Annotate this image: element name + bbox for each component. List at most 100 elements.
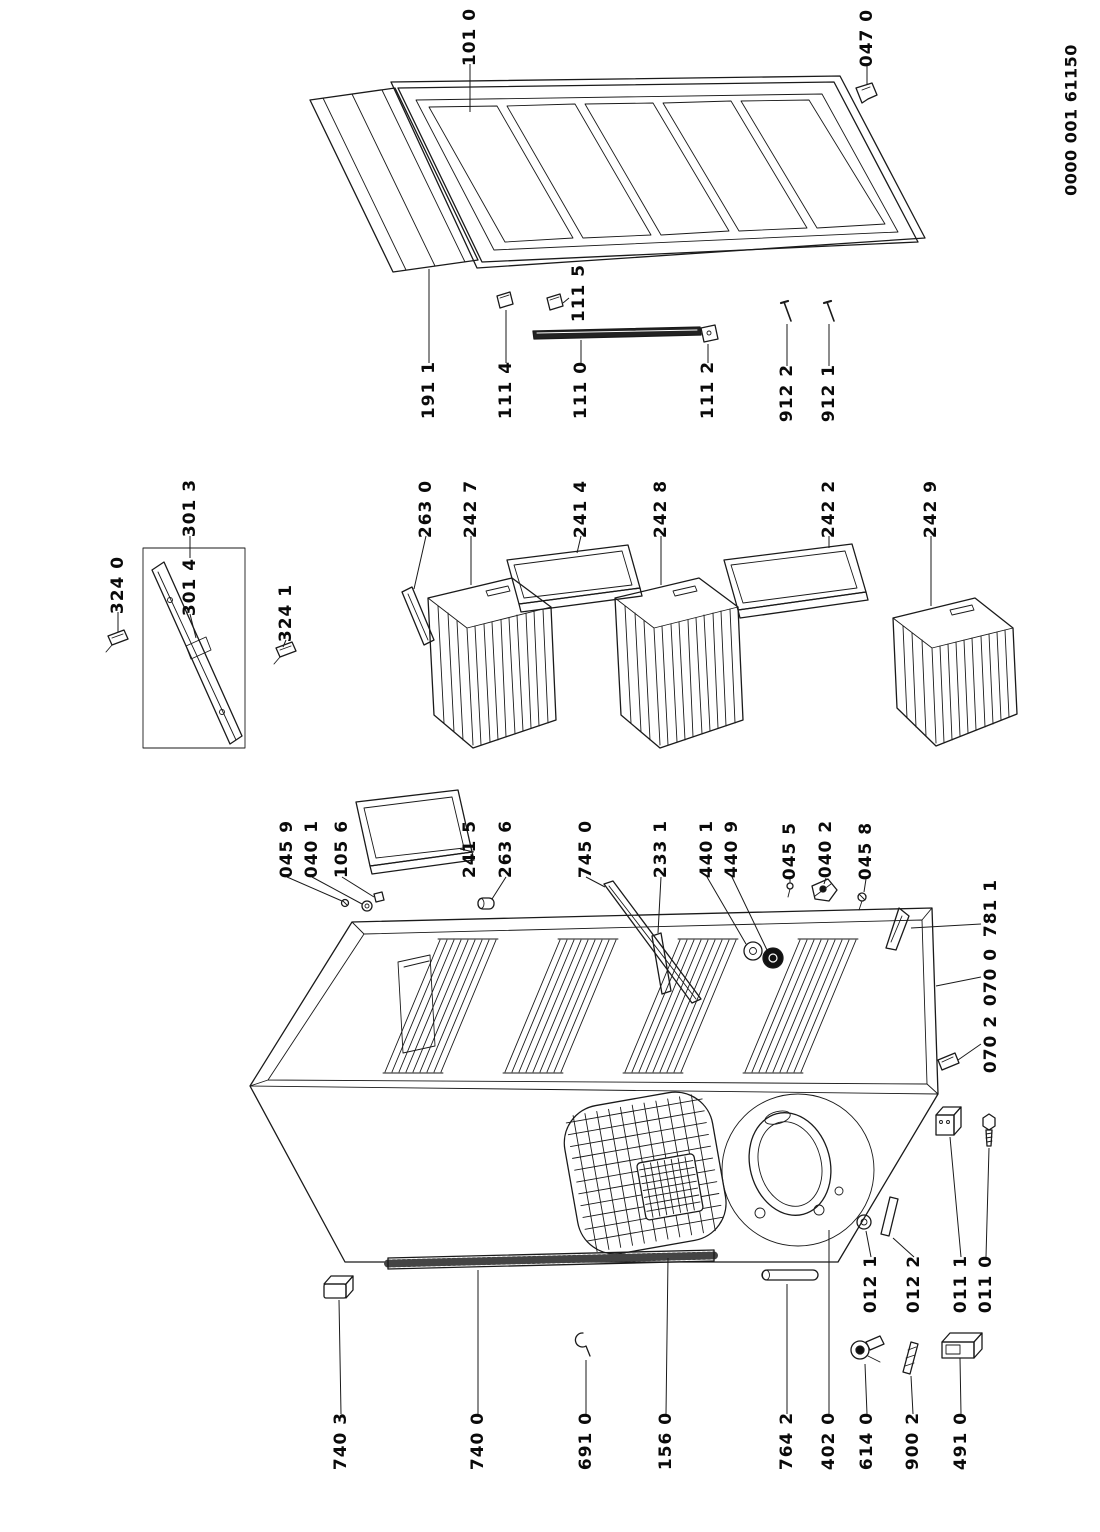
screw-045-8 [857,892,867,911]
part-label-070-2: 070 2 [981,1015,1001,1073]
part-label-242-7: 242 7 [461,480,481,538]
drawer-assembly [105,543,1018,749]
part-label-045-9: 045 9 [277,820,297,878]
part-label-105-6: 105 6 [332,820,352,878]
part-label-012-1: 012 1 [861,1255,881,1313]
part-label-191-1: 191 1 [419,361,439,419]
screw-912-1 [822,299,835,322]
part-label-047-0: 047 0 [857,9,877,67]
clip-324-0 [105,629,129,653]
screw-912-2 [779,299,792,322]
part-label-263-6: 263 6 [496,820,516,878]
part-label-040-1: 040 1 [302,820,322,878]
part-label-011-1: 011 1 [951,1255,971,1313]
handle-end-111-2 [700,324,719,343]
part-label-242-8: 242 8 [651,480,671,538]
part-label-402-0: 402 0 [819,1412,839,1470]
hook-691-0 [574,1332,591,1357]
evaporator-basket [563,1091,727,1255]
door-outer-panel [309,87,479,273]
part-label-912-2: 912 2 [777,364,797,422]
part-label-101-0: 101 0 [460,8,480,66]
part-label-241-5: 241 5 [460,820,480,878]
bracket-900-2 [902,1341,919,1375]
part-label-011-0: 011 0 [976,1255,996,1313]
relay-box-011-1 [935,1106,962,1136]
part-label-324-0: 324 0 [108,556,128,614]
drawer-lid-242-2 [723,543,869,619]
hinge-bracket-box-301 [142,547,246,749]
part-label-740-0: 740 0 [468,1412,488,1470]
clip-070-2 [937,1052,960,1071]
part-label-491-0: 491 0 [951,1412,971,1470]
corner-trim-781-1 [885,907,910,951]
part-label-691-0: 691 0 [576,1412,596,1470]
part-label-012-2: 012 2 [904,1255,924,1313]
drawer-basket-242-7 [427,577,557,749]
part-label-301-3: 301 3 [180,479,200,537]
part-label-242-9: 242 9 [921,480,941,538]
part-label-111-4: 111 4 [496,361,516,419]
part-label-111-0: 111 0 [571,361,591,419]
part-label-111-5: 111 5 [569,264,589,322]
document-number: 0000 001 61150 [1062,44,1081,196]
starter-614-0 [850,1335,885,1363]
part-label-440-1: 440 1 [697,820,717,878]
knob-440-9 [762,947,784,969]
drawer-leader-lines [117,535,932,648]
wire-shelves [382,938,859,1074]
trim-strip-263-0 [401,586,435,646]
part-label-045-8: 045 8 [856,822,876,880]
clip-324-1 [273,641,297,665]
door-leader-lines [428,64,868,366]
cabinet-assembly [249,789,996,1375]
part-label-156-0: 156 0 [656,1412,676,1470]
part-label-070-0: 070 0 [981,948,1001,1006]
part-label-324-1: 324 1 [276,584,296,642]
part-label-440-9: 440 9 [722,820,742,878]
door-inner-liner [390,75,926,269]
part-label-912-1: 912 1 [819,364,839,422]
drip-tray-491-0 [941,1332,983,1359]
screw-045-9 [340,898,350,908]
part-label-040-2: 040 2 [816,820,836,878]
interior-panel [397,954,436,1054]
part-label-740-3: 740 3 [331,1412,351,1470]
door-assembly [309,75,926,343]
strip-012-2 [880,1196,899,1237]
handle-trim-111-4 [496,291,514,309]
heater-tube-740-0 [384,1249,718,1270]
part-label-764-2: 764 2 [777,1412,797,1470]
bolt-011-0 [982,1113,996,1147]
handle-bar-111-0 [532,326,702,340]
drawer-basket-242-9 [892,597,1018,747]
part-label-233-1: 233 1 [651,820,671,878]
part-labels: 0000 001 61150 101 0 047 0 191 1 111 4 1… [108,8,1081,1470]
strip-233-1 [651,932,672,995]
cabinet-body [249,907,939,1263]
grommet-040-1 [361,900,373,912]
compressor [721,1093,875,1247]
part-label-900-2: 900 2 [903,1412,923,1470]
part-label-781-1: 781 1 [981,879,1001,937]
tube-764-2 [761,1269,819,1281]
flap-lid-241-5 [355,789,475,875]
part-label-242-2: 242 2 [819,480,839,538]
part-label-614-0: 614 0 [857,1412,877,1470]
part-label-111-2: 111 2 [698,361,718,419]
roller-263-6 [477,897,495,910]
part-label-745-0: 745 0 [576,820,596,878]
part-label-301-4: 301 4 [180,558,200,616]
drawer-lid-241-4 [506,544,643,613]
part-label-263-0: 263 0 [416,480,436,538]
grommet-012-1 [856,1214,872,1230]
door-clip-047 [855,82,878,104]
part-label-241-4: 241 4 [571,480,591,538]
handle-trim-111-5 [546,293,564,311]
cabinet-leader-lines [286,848,990,1415]
part-label-045-5: 045 5 [780,822,800,880]
knob-440-1 [743,941,763,961]
drawer-basket-242-8 [614,577,744,749]
